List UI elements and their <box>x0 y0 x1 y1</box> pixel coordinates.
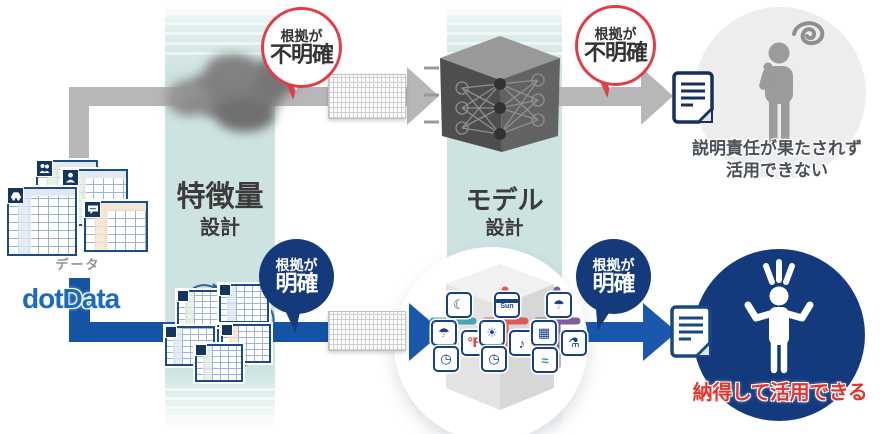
music-note-icon: ♪ <box>509 330 535 356</box>
calendar-icon: Sun <box>494 292 520 318</box>
bubble-model-unclear: 根拠が 不明確 <box>575 5 656 86</box>
flask-icon: ⚗ <box>561 330 587 356</box>
source-table-3 <box>7 187 77 256</box>
bubble-model-clear: 根拠が 明確 <box>576 239 651 314</box>
positive-outcome-text: 納得して活用できる <box>692 382 868 404</box>
bubble-line2: 不明確 <box>583 40 648 66</box>
bubble-line1: 根拠が <box>280 27 323 44</box>
chat-icon <box>84 201 101 218</box>
convinced-person-icon <box>744 259 814 374</box>
feature-table <box>177 290 225 327</box>
negative-outcome-text: 説明責任が果たされず 活用できない <box>652 138 890 182</box>
dotdata-logo: dotData <box>22 283 120 314</box>
moon-icon: ☾ <box>446 292 472 318</box>
feature-table <box>195 344 243 382</box>
bubble-feature-unclear: 根拠が 不明確 <box>261 7 342 88</box>
report-document-icon <box>672 71 714 124</box>
neural-network-icon <box>455 73 545 140</box>
person-icon <box>62 169 79 186</box>
model-design-subtitle: 設計 <box>485 218 524 239</box>
feature-table <box>219 284 269 323</box>
bubble-line1: 根拠が <box>594 25 637 42</box>
feature-design-title: 特徴量 <box>176 181 264 213</box>
table-icon <box>195 344 207 356</box>
chart-icon: ▦ <box>531 320 557 346</box>
bubble-line2: 明確 <box>275 271 318 297</box>
source-table-4 <box>84 201 148 252</box>
rain-icon: ☂ <box>546 292 572 318</box>
table-icon <box>221 324 233 336</box>
gray-pipe-right <box>557 87 642 106</box>
sun-icon: ☀ <box>479 320 505 346</box>
negative-line2: 活用できない <box>726 161 828 181</box>
car-icon <box>7 187 24 204</box>
confusion-swirl-icon <box>792 21 825 46</box>
bubble-line1: 根拠が <box>275 256 318 273</box>
group-icon <box>36 160 53 177</box>
feature-table-grid-top <box>328 74 406 119</box>
table-icon <box>177 290 189 302</box>
rain-icon: ☂ <box>431 320 457 346</box>
blackbox-model-cube <box>424 36 560 152</box>
feature-table-grid-bottom <box>328 311 406 351</box>
gray-arrowhead-to-report <box>641 67 673 125</box>
feature-table-cycle <box>163 282 283 382</box>
bubble-line2: 不明確 <box>269 42 334 68</box>
table-icon <box>165 326 177 338</box>
bubble-feature-clear: 根拠が 明確 <box>259 239 334 314</box>
bubble-line1: 根拠が <box>592 256 635 273</box>
confused-person-icon <box>759 42 793 144</box>
gray-pipe-vertical <box>69 87 89 161</box>
data-label: データ <box>55 257 101 272</box>
wave-icon: ≈ <box>532 347 558 373</box>
table-icon <box>219 284 231 296</box>
negative-line1: 説明責任が果たされず <box>692 139 862 158</box>
model-design-title: モデル <box>465 185 544 215</box>
feature-design-subtitle: 設計 <box>200 217 240 239</box>
report-document-icon <box>670 305 712 358</box>
clock-icon: ◷ <box>433 346 459 372</box>
bubble-line2: 明確 <box>592 271 635 297</box>
clock-icon: ◷ <box>481 346 507 372</box>
